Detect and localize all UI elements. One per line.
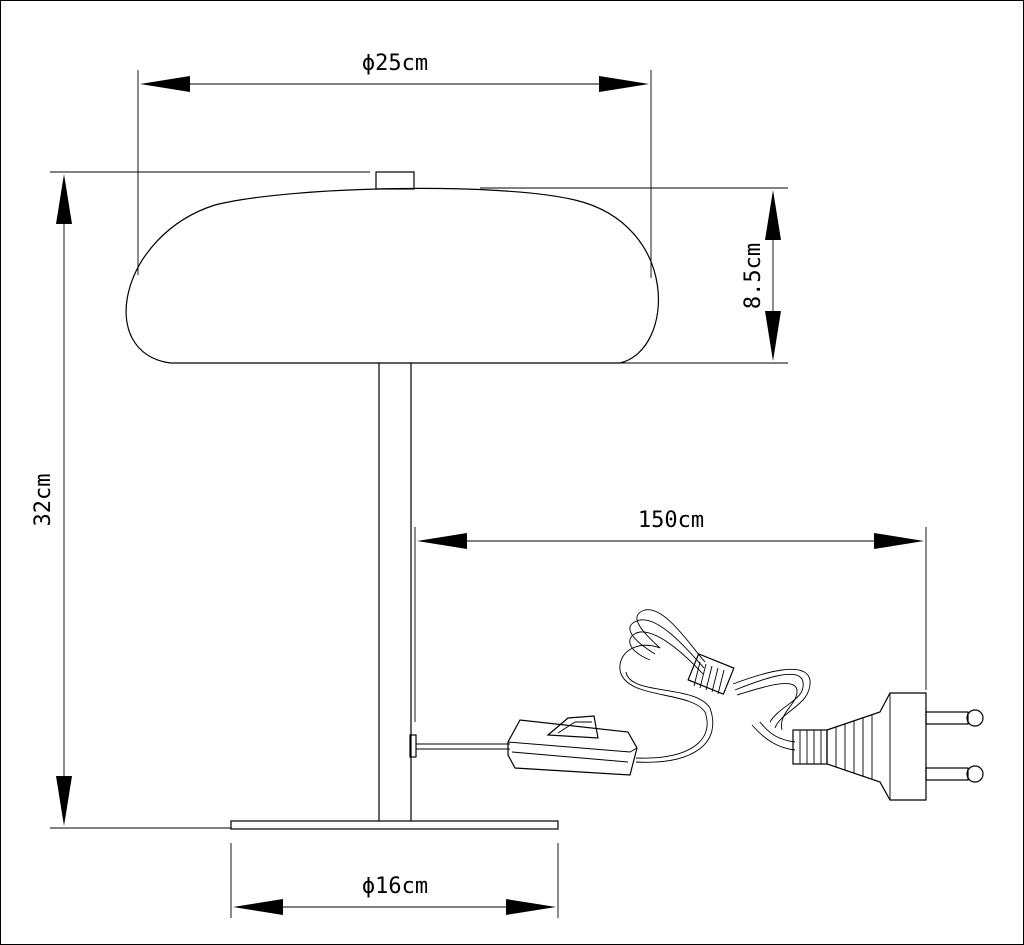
dimension-base-diameter: ϕ16cm — [230, 843, 559, 918]
plug-pin-top — [925, 711, 969, 725]
label-total-height: 32cm — [31, 474, 56, 527]
eu-plug — [792, 692, 984, 801]
plug-pin-bottom — [925, 767, 969, 781]
label-base-diameter: ϕ16cm — [362, 874, 428, 899]
dimension-shade-height: 8.5cm — [480, 187, 788, 364]
lamp-stem — [378, 363, 417, 821]
dimension-cable-length: 150cm — [414, 508, 927, 722]
inline-switch — [507, 715, 638, 776]
rocker-button — [546, 715, 599, 739]
cable-coil — [629, 609, 811, 751]
cable-exit — [409, 734, 417, 758]
label-shade-height: 8.5cm — [741, 243, 766, 309]
lamp-shade — [125, 171, 660, 364]
label-cable-length: 150cm — [638, 508, 704, 533]
dimension-total-height: 32cm — [31, 171, 370, 829]
lamp-base — [230, 820, 559, 830]
cable-tie — [687, 653, 735, 695]
label-shade-diameter: ϕ25cm — [362, 51, 428, 76]
power-cord — [416, 609, 984, 801]
dimension-shade-diameter: ϕ25cm — [137, 51, 652, 278]
shade-top-cap — [375, 171, 415, 190]
